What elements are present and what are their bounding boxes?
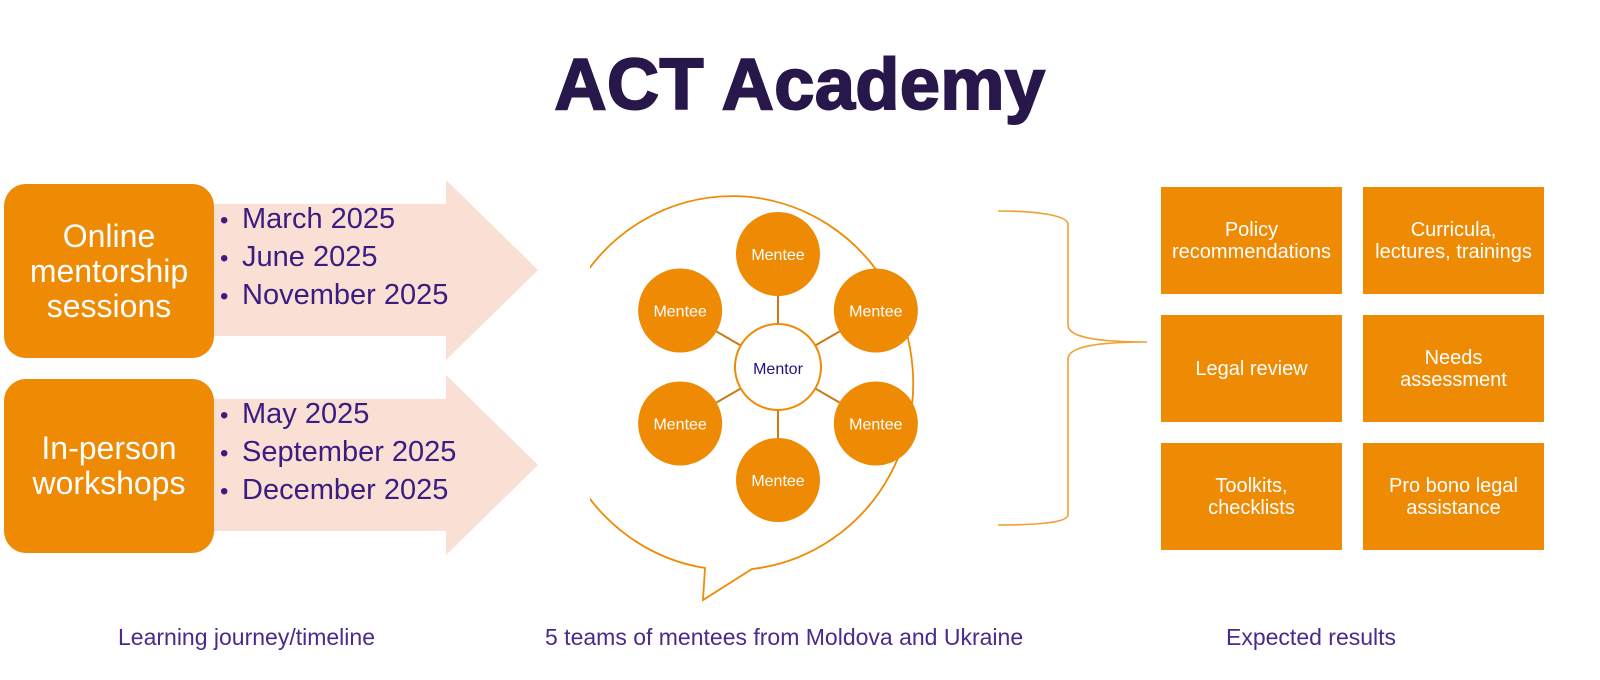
connector-line [814,330,840,347]
track-label-box: Online mentorship sessions [4,184,214,358]
mentee-circle [638,381,723,466]
result-line: checklists [1208,496,1295,519]
result-line: Policy [1224,218,1279,241]
caption-results: Expected results [1226,624,1397,650]
track-label-line: sessions [46,287,172,324]
result-card-curricula: Curricula,lectures, trainings [1363,187,1544,294]
result-line: lectures, trainings [1375,240,1532,263]
bullet-icon: • [220,283,229,310]
date-list: • March 2025 • June 2025 • November 2025 [218,201,448,315]
mentee-circle [638,268,723,353]
date-item: • December 2025 [218,472,456,510]
date-text: May 2025 [242,398,370,430]
arrow-shape [200,180,538,360]
mentee-circle [833,381,918,466]
date-list: • May 2025 • September 2025 • December 2025 [218,396,456,510]
bullet-icon: • [220,440,229,467]
mentee-label: Mentee [751,473,804,490]
date-text: June 2025 [242,241,378,273]
date-item: • September 2025 [218,434,456,472]
result-line: recommendations [1172,240,1331,263]
result-card-toolkits: Toolkits,checklists [1161,443,1342,550]
date-item: • June 2025 [218,239,448,277]
connector-line [814,387,840,404]
timeline-track-in-person: In-person workshops • May 2025 • September… [0,375,560,557]
track-label-line: In-person [41,430,177,466]
mentee-label: Mentee [849,304,902,321]
mentee-circle [833,268,918,353]
caption-network: 5 teams of mentees from Moldova and Ukra… [545,624,1024,650]
mentee-label: Mentee [653,304,706,321]
bullet-icon: • [220,207,229,234]
arrow-shape [200,375,538,555]
result-line: assistance [1406,496,1501,519]
result-line: assessment [1400,368,1507,391]
date-item: • November 2025 [218,277,448,315]
mentee-label: Mentee [653,417,706,434]
date-text: September 2025 [242,436,457,468]
track-label-line: workshops [32,465,186,501]
track-label-box: In-person workshops [4,379,214,553]
mentee-circle [736,438,820,522]
result-line: Legal review [1195,357,1308,380]
connector-line [716,330,742,347]
result-line: Needs [1424,346,1483,369]
mentee-circle [736,212,820,296]
caption-timeline: Learning journey/timeline [118,624,375,650]
result-line: Toolkits, [1215,474,1288,497]
track-label-line: Online [62,217,156,254]
mentor-circle [734,323,822,411]
date-text: March 2025 [242,203,396,235]
mentor-label: Mentor [753,361,803,378]
date-item: • May 2025 [218,396,456,434]
page-title: ACT Academy [554,44,1046,126]
result-line: Curricula, [1410,218,1497,241]
date-item: • March 2025 [218,201,448,239]
bullet-icon: • [220,245,229,272]
connector-line [716,387,742,404]
result-card-legal-review: Legal review [1161,315,1342,422]
mentee-label: Mentee [849,417,902,434]
brace-icon [997,210,1148,526]
result-line: Pro bono legal [1389,474,1518,497]
timeline-track-online: Online mentorship sessions • March 2025 •… [0,180,560,362]
mentee-label: Mentee [751,247,804,264]
bullet-icon: • [220,402,229,429]
track-label-line: mentorship [29,252,189,289]
date-text: November 2025 [242,279,449,311]
bullet-icon: • [220,478,229,505]
date-text: December 2025 [242,474,449,506]
